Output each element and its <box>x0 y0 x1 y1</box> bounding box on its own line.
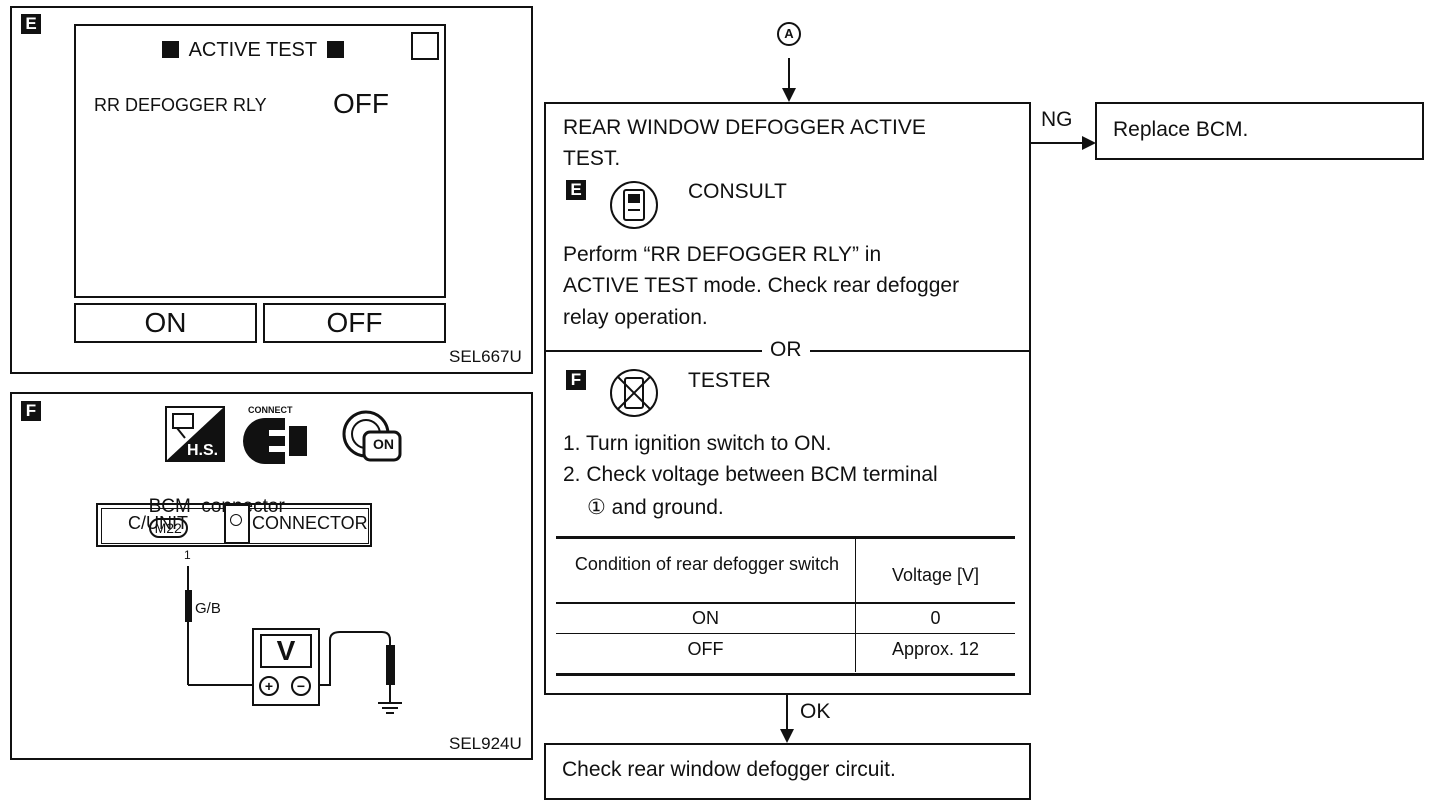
consult-device-icon <box>609 180 659 230</box>
figure-code: SEL924U <box>449 734 522 753</box>
voltmeter-display: V <box>260 634 312 668</box>
panel-e-badge: E <box>21 14 41 34</box>
square-marker-icon <box>162 41 179 58</box>
consult-label: CONSULT <box>688 180 787 203</box>
consult-screen <box>74 24 446 298</box>
item-value: OFF <box>333 88 389 119</box>
screen-title-row: ACTIVE TEST <box>162 39 344 62</box>
table-bottom-rule <box>556 673 1015 676</box>
check-circuit-step: Check rear window defogger circuit. <box>544 743 1031 800</box>
screen-checkbox[interactable] <box>411 32 439 60</box>
connect-label: CONNECT <box>248 405 293 415</box>
tester-badge: F <box>566 370 586 390</box>
table-row-condition: ON <box>692 608 719 628</box>
table-row-condition: OFF <box>687 639 724 659</box>
connector-pin <box>230 514 242 526</box>
table-row-voltage: Approx. 12 <box>891 639 980 659</box>
off-button-label: OFF <box>326 307 383 338</box>
tester-label: TESTER <box>688 369 771 392</box>
consult-badge: E <box>566 180 586 200</box>
hs-label: H.S. <box>187 442 219 459</box>
screen-title: ACTIVE TEST <box>188 39 318 61</box>
entry-marker-label: A <box>784 26 794 41</box>
negative-terminal-icon: − <box>291 676 311 696</box>
on-button-label: ON <box>144 307 187 338</box>
panel-f-badge: F <box>21 401 41 421</box>
table-header-voltage: Voltage [V] <box>891 565 980 585</box>
harness-hs-icon: H.S. <box>165 406 225 462</box>
table-header-rule <box>556 602 1015 604</box>
consult-text-3: relay operation. <box>563 306 708 329</box>
connector-text: CONNECTOR <box>252 513 368 533</box>
or-label: OR <box>762 338 810 362</box>
positive-terminal-icon: + <box>259 676 279 696</box>
tester-crossed-icon <box>609 368 659 418</box>
wire-color-label: G/B <box>195 600 221 617</box>
table-col-divider <box>855 539 856 672</box>
tester-step-2b: ① and ground. <box>587 496 724 519</box>
on-button[interactable]: ON <box>74 303 257 343</box>
replace-bcm-step: Replace BCM. <box>1095 102 1424 160</box>
item-label: RR DEFOGGER RLY <box>94 95 267 115</box>
tester-step-2: 2. Check voltage between BCM terminal <box>563 463 938 486</box>
ng-label: NG <box>1041 108 1073 131</box>
figure-code: SEL667U <box>449 347 522 366</box>
square-marker-icon <box>326 41 344 58</box>
table-row-rule <box>556 633 1015 634</box>
cunit-label: C/UNIT <box>128 513 188 533</box>
step-title-1: REAR WINDOW DEFOGGER ACTIVE <box>563 116 926 139</box>
ok-label: OK <box>800 700 831 723</box>
table-row-voltage: 0 <box>930 608 941 628</box>
connector-plug-icon <box>243 416 311 466</box>
step-title-2: TEST. <box>563 147 621 170</box>
key-on-label: ON <box>373 436 394 452</box>
ok-action: Check rear window defogger circuit. <box>562 758 896 781</box>
condition-table: Condition of rear defogger switch Voltag… <box>556 539 1015 674</box>
ignition-key-on-icon: ON <box>340 408 406 466</box>
terminal-number: 1 <box>184 548 191 562</box>
entry-marker: A <box>777 22 801 46</box>
consult-text-1: Perform “RR DEFOGGER RLY” in <box>563 243 882 266</box>
tester-step-1: 1. Turn ignition switch to ON. <box>563 432 832 455</box>
consult-text-2: ACTIVE TEST mode. Check rear defogger <box>563 274 960 297</box>
ng-action: Replace BCM. <box>1113 118 1249 141</box>
table-top-rule <box>556 536 1015 539</box>
table-header-condition: Condition of rear defogger switch <box>574 554 840 574</box>
off-button[interactable]: OFF <box>263 303 446 343</box>
connector-id-badge: M22 <box>148 518 188 538</box>
voltmeter-label: V <box>276 635 296 666</box>
